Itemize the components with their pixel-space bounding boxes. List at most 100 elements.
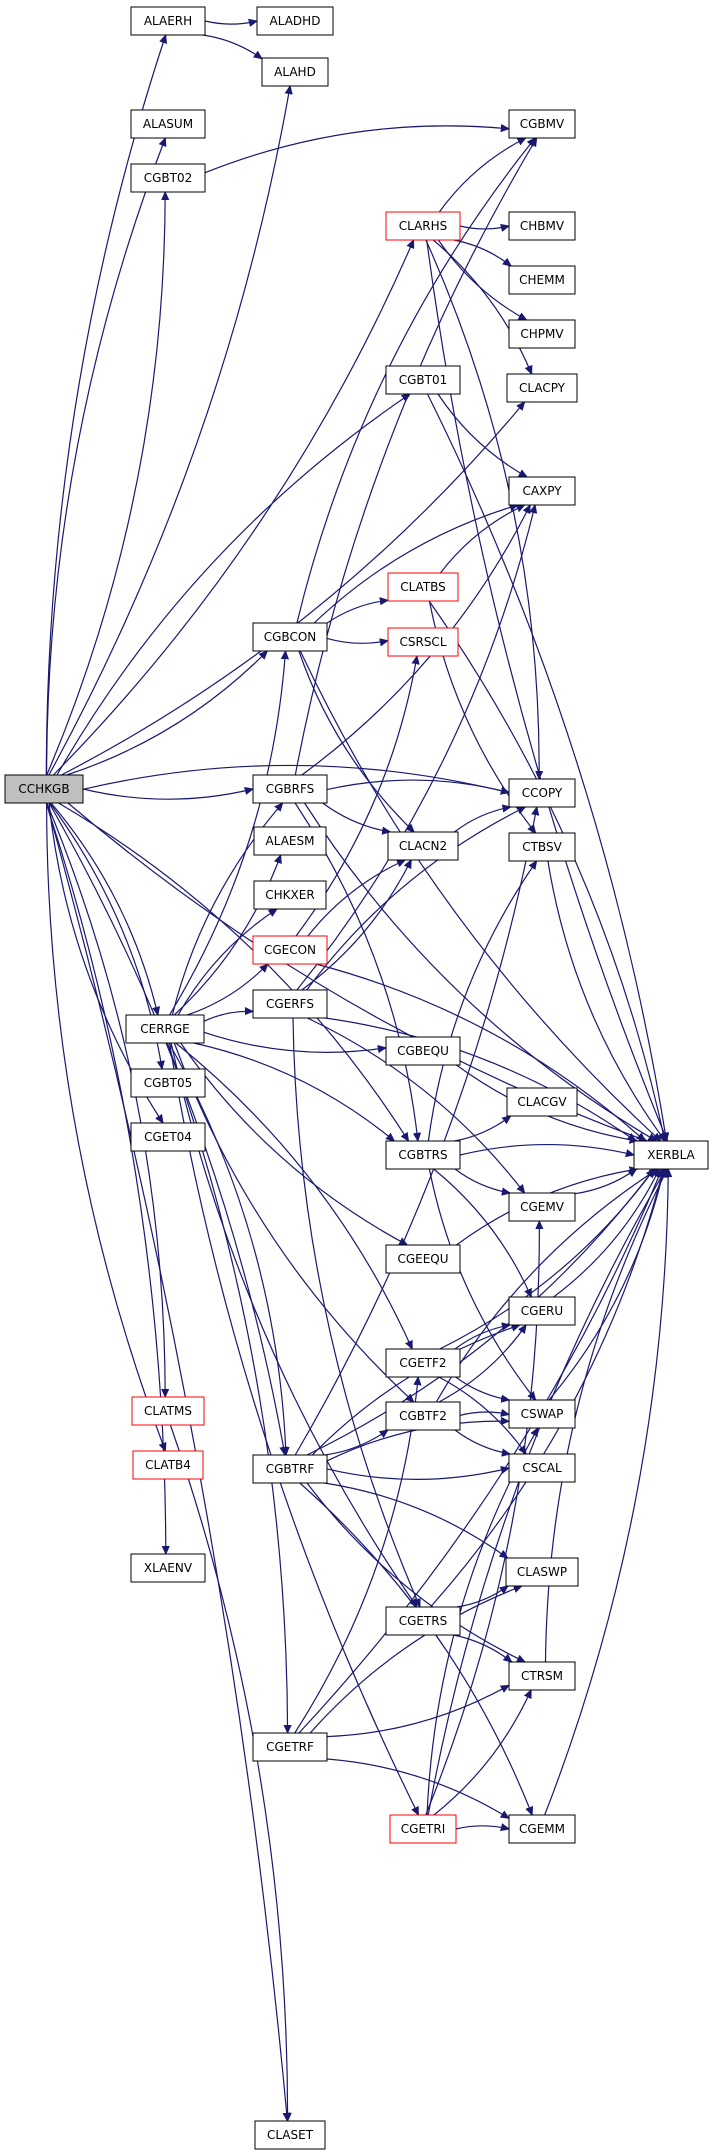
node-cgbrfs[interactable]: CGBRFS <box>252 774 328 804</box>
node-box[interactable] <box>505 1557 579 1587</box>
node-label[interactable]: CLATMS <box>144 1404 192 1418</box>
node-box[interactable] <box>132 1450 204 1480</box>
node-alasum[interactable]: ALASUM <box>130 109 206 139</box>
node-box[interactable] <box>256 6 334 36</box>
node-claset[interactable]: CLASET <box>254 2120 326 2150</box>
node-caxpy[interactable]: CAXPY <box>508 476 576 506</box>
node-box[interactable] <box>130 1068 206 1098</box>
node-label[interactable]: CGEEQU <box>397 1252 448 1266</box>
node-box[interactable] <box>508 476 576 506</box>
node-label[interactable]: CAXPY <box>522 484 562 498</box>
node-box[interactable] <box>130 6 206 36</box>
node-ctbsv[interactable]: CTBSV <box>508 832 576 862</box>
node-chbmv[interactable]: CHBMV <box>508 211 576 241</box>
node-label[interactable]: CCOPY <box>522 786 563 800</box>
node-clarhs[interactable]: CLARHS <box>385 211 461 241</box>
node-box[interactable] <box>508 1296 576 1326</box>
node-box[interactable] <box>252 935 328 965</box>
node-box[interactable] <box>252 1732 328 1762</box>
node-chpmv[interactable]: CHPMV <box>508 319 576 349</box>
node-label[interactable]: CLATBS <box>400 580 446 594</box>
node-ccopy[interactable]: CCOPY <box>508 778 576 808</box>
node-cgemv[interactable]: CGEMV <box>508 1192 576 1222</box>
node-label[interactable]: CLATB4 <box>145 1458 191 1472</box>
node-label[interactable]: CGBRFS <box>266 782 315 796</box>
node-cgetrs[interactable]: CGETRS <box>385 1606 461 1636</box>
node-aladhd[interactable]: ALADHD <box>256 6 334 36</box>
node-box[interactable] <box>387 831 459 861</box>
node-label[interactable]: CGBTF2 <box>399 1409 447 1423</box>
node-label[interactable]: CGBCON <box>264 630 317 644</box>
node-label[interactable]: CGERFS <box>266 997 314 1011</box>
node-cgetf2[interactable]: CGETF2 <box>385 1348 461 1378</box>
node-cgbtrf[interactable]: CGBTRF <box>252 1454 328 1484</box>
node-label[interactable]: ALAHD <box>274 65 316 79</box>
node-cchkgb[interactable]: CCHKGB <box>4 774 84 804</box>
node-clacpy[interactable]: CLACPY <box>506 373 578 403</box>
node-box[interactable] <box>130 163 206 193</box>
node-box[interactable] <box>506 373 578 403</box>
node-cgemm[interactable]: CGEMM <box>508 1814 576 1844</box>
node-cgeru[interactable]: CGERU <box>508 1296 576 1326</box>
node-alaerh[interactable]: ALAERH <box>130 6 206 36</box>
node-label[interactable]: CGBEQU <box>397 1044 449 1058</box>
node-label[interactable]: CGBMV <box>520 117 565 131</box>
node-box[interactable] <box>254 2120 326 2150</box>
node-cgbtf2[interactable]: CGBTF2 <box>385 1401 461 1431</box>
node-cgbt02[interactable]: CGBT02 <box>130 163 206 193</box>
node-clacn2[interactable]: CLACN2 <box>387 831 459 861</box>
node-label[interactable]: ALAERH <box>144 14 192 28</box>
node-label[interactable]: CGBT01 <box>399 373 448 387</box>
node-label[interactable]: CGET04 <box>144 1130 192 1144</box>
node-clatbs[interactable]: CLATBS <box>387 572 459 602</box>
node-box[interactable] <box>130 1553 206 1583</box>
node-box[interactable] <box>508 1192 576 1222</box>
node-label[interactable]: CGBT05 <box>144 1076 193 1090</box>
node-box[interactable] <box>253 826 327 856</box>
node-box[interactable] <box>508 319 576 349</box>
node-cgecon[interactable]: CGECON <box>252 935 328 965</box>
node-label[interactable]: CCHKGB <box>18 782 69 796</box>
node-cgbtrs[interactable]: CGBTRS <box>385 1140 461 1170</box>
node-claswp[interactable]: CLASWP <box>505 1557 579 1587</box>
node-label[interactable]: CSCAL <box>522 1461 562 1475</box>
node-box[interactable] <box>252 1454 328 1484</box>
node-box[interactable] <box>508 211 576 241</box>
node-ctrsm[interactable]: CTRSM <box>508 1661 576 1691</box>
node-cgbcon[interactable]: CGBCON <box>252 622 328 652</box>
node-box[interactable] <box>508 778 576 808</box>
node-xerbla[interactable]: XERBLA <box>633 1140 709 1170</box>
node-box[interactable] <box>385 1244 461 1274</box>
node-cgbt05[interactable]: CGBT05 <box>130 1068 206 1098</box>
node-cerrge[interactable]: CERRGE <box>125 1014 205 1044</box>
node-label[interactable]: CGETRS <box>399 1614 448 1628</box>
node-box[interactable] <box>389 1814 457 1844</box>
node-label[interactable]: XERBLA <box>647 1148 695 1162</box>
node-clatms[interactable]: CLATMS <box>131 1396 205 1426</box>
node-box[interactable] <box>261 57 329 87</box>
node-box[interactable] <box>387 627 459 657</box>
node-label[interactable]: CLACPY <box>519 381 566 395</box>
node-box[interactable] <box>4 774 84 804</box>
node-label[interactable]: CGETF2 <box>399 1356 446 1370</box>
node-box[interactable] <box>385 1348 461 1378</box>
node-box[interactable] <box>506 1087 578 1117</box>
node-label[interactable]: CHEMM <box>519 273 565 287</box>
node-box[interactable] <box>385 1401 461 1431</box>
node-box[interactable] <box>130 1122 206 1152</box>
node-label[interactable]: CGECON <box>264 943 316 957</box>
node-chemm[interactable]: CHEMM <box>508 265 576 295</box>
node-cswap[interactable]: CSWAP <box>508 1399 576 1429</box>
node-cgetri[interactable]: CGETRI <box>389 1814 457 1844</box>
node-label[interactable]: CGEMM <box>519 1822 565 1836</box>
node-box[interactable] <box>130 109 206 139</box>
node-box[interactable] <box>385 211 461 241</box>
node-csrscl[interactable]: CSRSCL <box>387 627 459 657</box>
node-box[interactable] <box>385 1140 461 1170</box>
node-box[interactable] <box>387 572 459 602</box>
node-label[interactable]: CERRGE <box>140 1022 190 1036</box>
node-box[interactable] <box>508 265 576 295</box>
node-label[interactable]: CGEMV <box>520 1200 565 1214</box>
node-label[interactable]: CLASWP <box>517 1565 567 1579</box>
node-label[interactable]: CHBMV <box>520 219 565 233</box>
